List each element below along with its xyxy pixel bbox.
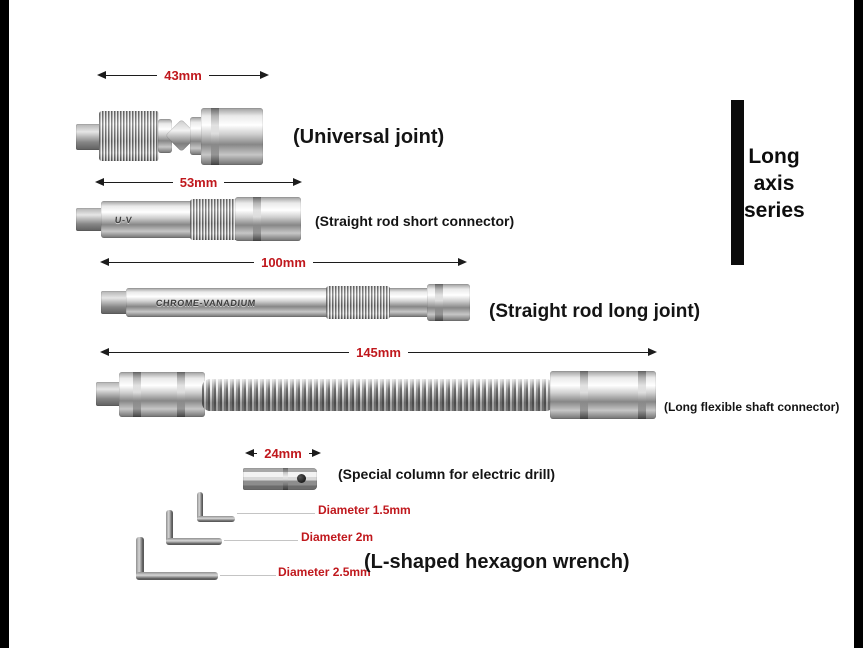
dimension-line: [312, 261, 458, 263]
pin-hole: [297, 474, 306, 483]
arrowhead-right: [458, 258, 467, 266]
left-border-bar: [0, 0, 9, 648]
dimension-value: 43mm: [164, 67, 202, 83]
dimension-value: 53mm: [179, 174, 218, 190]
arrowhead-right: [293, 178, 303, 186]
wrench-long-arm: [197, 516, 235, 522]
series-title: Long axis series: [744, 145, 805, 222]
dimension-drill-column: 24mm: [245, 445, 322, 461]
dimension-value: 100mm: [261, 254, 306, 270]
dimension-line: [104, 181, 173, 183]
label-hex-wrench: (L-shaped hexagon wrench): [364, 551, 630, 573]
arrowhead-left: [245, 449, 254, 457]
knurled-body: [99, 111, 159, 161]
arrowhead-left: [100, 348, 109, 356]
wrench-short-arm: [197, 492, 203, 522]
groove-ring: [133, 372, 141, 417]
arrowhead-right: [312, 449, 322, 457]
label-diameter-1-5: Diameter 1.5mm: [318, 503, 411, 517]
dimension-line: [407, 351, 648, 353]
dimension-long-joint: 100mm: [100, 254, 467, 270]
groove-ring: [211, 108, 219, 165]
spring-coil-section: [202, 379, 554, 411]
socket-end: [427, 284, 470, 321]
square-drive-end: [76, 208, 104, 231]
u-joint-pivot: [158, 113, 204, 159]
square-drive-end: [76, 124, 102, 150]
label-drill-column: (Special column for electric drill): [338, 466, 556, 482]
label-universal-joint: (Universal joint): [293, 126, 445, 148]
socket-end: [550, 371, 656, 419]
groove-ring: [580, 371, 588, 419]
arrowhead-left: [100, 258, 109, 266]
groove-ring: [638, 371, 646, 419]
groove-ring: [283, 468, 288, 490]
body-marking: U-V: [114, 214, 133, 225]
dimension-flexible-shaft: 145mm: [100, 344, 657, 360]
dimension-short-connector: 53mm: [95, 174, 303, 190]
yoke-right: [190, 117, 204, 155]
hex-shank: [243, 468, 317, 490]
collar-body: [119, 372, 205, 417]
dimension-line: [106, 74, 158, 76]
dimension-value: 24mm: [264, 445, 302, 461]
dimension-line: [109, 351, 350, 353]
dimension-line: [254, 452, 258, 454]
groove-ring: [253, 197, 261, 241]
arrowhead-left: [97, 71, 106, 79]
arrowhead-right: [648, 348, 657, 356]
shaft-marking: CHROME-VANADIUM: [155, 297, 257, 308]
yoke-left: [158, 119, 172, 153]
right-border-bar: [854, 0, 863, 648]
leader-line: [220, 575, 276, 576]
series-divider-bar: [731, 100, 744, 265]
knurled-grip: [326, 286, 390, 319]
wrench-short-arm: [166, 510, 173, 545]
dimension-value: 145mm: [356, 344, 401, 360]
label-long-joint: (Straight rod long joint): [489, 301, 701, 322]
wrench-long-arm: [166, 538, 222, 545]
socket-end: [201, 108, 263, 165]
groove-ring: [435, 284, 443, 321]
label-diameter-2: Diameter 2m: [301, 530, 374, 544]
square-drive-end: [96, 382, 122, 406]
dimension-universal-joint: 43mm: [97, 67, 270, 83]
groove-ring: [177, 372, 185, 417]
socket-end: [235, 197, 301, 241]
leader-line: [224, 540, 298, 541]
arrowhead-right: [260, 71, 270, 79]
leader-line: [237, 513, 315, 514]
dimension-line: [208, 74, 261, 76]
arrowhead-left: [95, 178, 104, 186]
dimension-line: [308, 452, 313, 454]
label-flexible-shaft: (Long flexible shaft connector): [664, 400, 840, 414]
label-diameter-2-5: Diameter 2.5mm: [278, 565, 371, 579]
wrench-long-arm: [136, 572, 218, 580]
square-drive-end: [101, 291, 129, 314]
knurled-grip: [190, 199, 238, 240]
dimension-line: [109, 261, 255, 263]
dimension-line: [224, 181, 294, 183]
wrench-short-arm: [136, 537, 144, 580]
label-short-connector: (Straight rod short connector): [315, 213, 515, 229]
connector-body: U-V: [101, 201, 193, 238]
